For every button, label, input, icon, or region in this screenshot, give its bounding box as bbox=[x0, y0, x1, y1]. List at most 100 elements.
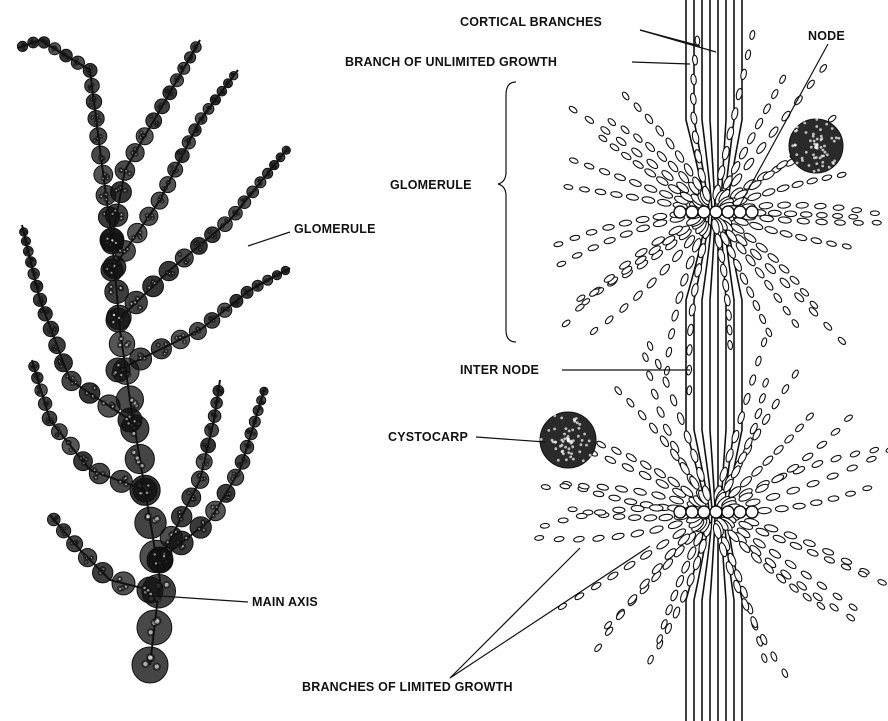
bead-texture bbox=[119, 336, 124, 341]
cell bbox=[773, 444, 785, 456]
cystocarp-texture bbox=[816, 138, 819, 141]
cell bbox=[810, 237, 822, 245]
bead-texture bbox=[187, 491, 190, 494]
cell bbox=[568, 507, 577, 512]
cystocarp-texture bbox=[826, 153, 829, 156]
cell bbox=[632, 133, 643, 144]
cell bbox=[869, 446, 879, 454]
bead-texture bbox=[23, 240, 25, 242]
bead-texture bbox=[26, 249, 28, 251]
cell bbox=[726, 126, 735, 140]
cell bbox=[603, 236, 615, 244]
bead-texture bbox=[91, 84, 94, 87]
glomerule-bead bbox=[137, 610, 172, 645]
bead-texture bbox=[271, 163, 273, 165]
cystocarp-texture bbox=[577, 435, 580, 438]
bead-texture bbox=[118, 480, 122, 484]
bead-texture bbox=[212, 413, 214, 415]
cystocarp-texture bbox=[554, 447, 557, 450]
cell bbox=[667, 160, 680, 174]
cystocarp-texture bbox=[567, 451, 570, 454]
bead-texture bbox=[22, 45, 24, 47]
cystocarp-texture bbox=[813, 170, 816, 173]
cell bbox=[664, 137, 675, 150]
bead-texture bbox=[225, 307, 228, 310]
bead-texture bbox=[89, 87, 92, 90]
cystocarp-texture bbox=[565, 427, 568, 430]
bead-texture bbox=[57, 427, 60, 430]
bead-texture bbox=[147, 654, 153, 660]
cell bbox=[615, 485, 628, 493]
cell bbox=[761, 413, 771, 426]
cell bbox=[738, 146, 749, 160]
cell bbox=[688, 303, 696, 316]
cell bbox=[648, 422, 659, 434]
bead-texture bbox=[102, 401, 106, 405]
bead-texture bbox=[139, 356, 143, 360]
bead-texture bbox=[66, 57, 68, 59]
bead-texture bbox=[103, 173, 106, 176]
cell bbox=[833, 213, 843, 218]
bead-texture bbox=[148, 629, 154, 635]
cell bbox=[630, 147, 643, 159]
cell bbox=[671, 309, 680, 322]
cell bbox=[781, 668, 789, 678]
bead-texture bbox=[63, 533, 66, 536]
cystocarp-texture bbox=[554, 441, 557, 444]
cell bbox=[650, 388, 659, 400]
cell bbox=[602, 224, 614, 231]
cell bbox=[620, 230, 633, 238]
cystocarp-texture bbox=[582, 459, 585, 462]
cystocarp-texture bbox=[810, 146, 813, 149]
cell bbox=[837, 336, 847, 346]
bead-texture bbox=[123, 250, 127, 254]
cystocarp-texture bbox=[563, 433, 566, 436]
bead-texture bbox=[109, 290, 113, 294]
cell bbox=[679, 461, 691, 476]
cell bbox=[758, 393, 766, 404]
bead-texture bbox=[28, 263, 30, 265]
cystocarp-texture bbox=[553, 428, 556, 431]
cell bbox=[812, 592, 824, 603]
bead-texture bbox=[166, 540, 170, 544]
cell bbox=[655, 538, 670, 551]
cell bbox=[737, 411, 746, 424]
cell bbox=[759, 202, 773, 210]
node-cell bbox=[686, 206, 698, 218]
cell bbox=[849, 214, 858, 219]
cystocarp-texture bbox=[540, 438, 543, 441]
cystocarp-texture bbox=[815, 125, 818, 128]
cell bbox=[607, 571, 620, 582]
bead-texture bbox=[197, 527, 201, 531]
cell bbox=[639, 459, 652, 471]
cell bbox=[752, 300, 761, 312]
bead-texture bbox=[54, 346, 57, 349]
cell bbox=[794, 423, 804, 433]
cystocarp-texture bbox=[588, 440, 591, 443]
cystocarp-texture bbox=[833, 160, 836, 163]
cell bbox=[638, 578, 650, 591]
leader-unlimited bbox=[632, 62, 690, 64]
cell bbox=[575, 303, 586, 313]
cystocarp-texture bbox=[571, 445, 574, 448]
cell bbox=[828, 495, 839, 501]
cystocarp-texture bbox=[805, 151, 808, 154]
bead-texture bbox=[170, 93, 172, 95]
bead-texture bbox=[154, 561, 158, 565]
bead-texture bbox=[279, 157, 281, 159]
bead-texture bbox=[53, 328, 56, 331]
cystocarp-texture bbox=[812, 135, 815, 138]
bead-texture bbox=[221, 309, 224, 312]
cortical-filament bbox=[721, 0, 726, 721]
bead-texture bbox=[191, 497, 194, 500]
cell bbox=[671, 249, 684, 264]
bead-texture bbox=[194, 242, 197, 245]
bead-texture bbox=[162, 554, 166, 558]
cystocarp-texture bbox=[580, 443, 583, 446]
cortical-filament bbox=[686, 0, 706, 721]
bead-texture bbox=[234, 214, 236, 216]
cell bbox=[674, 149, 686, 163]
cell bbox=[642, 196, 656, 204]
bead-texture bbox=[105, 198, 109, 202]
cystocarp-texture bbox=[819, 128, 822, 131]
